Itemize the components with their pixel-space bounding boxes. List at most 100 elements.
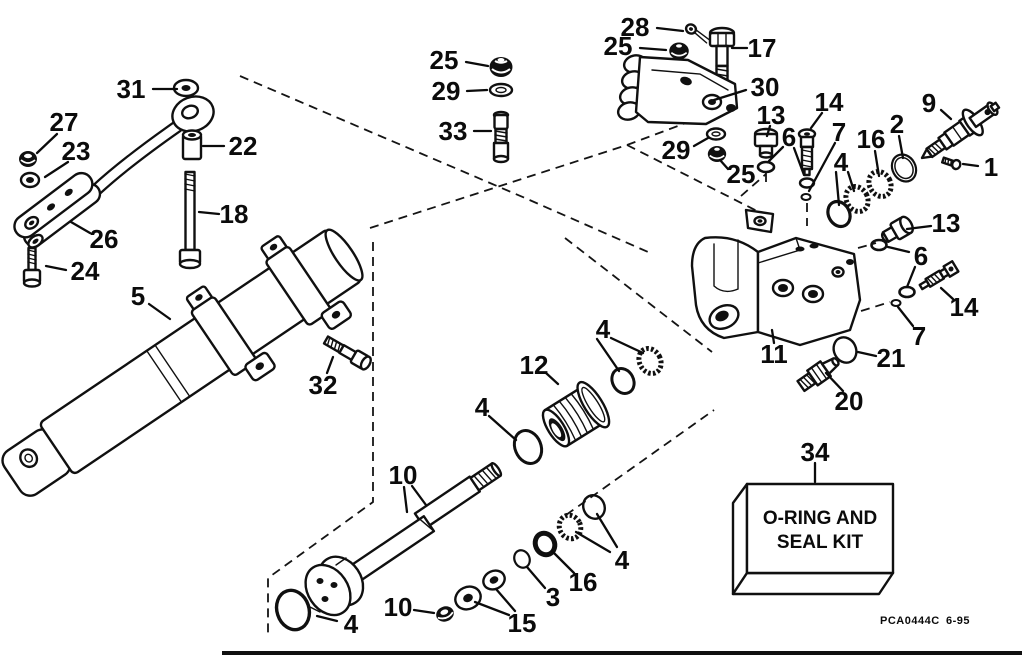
nut-10-drawing	[436, 606, 454, 622]
leader-line-29-10	[465, 88, 489, 93]
leader-line-10-37	[410, 484, 428, 507]
callout-9-25: 9	[922, 88, 936, 118]
leader-line-25-13	[638, 46, 668, 52]
callout-25-9: 25	[430, 45, 459, 75]
callout-14-29: 14	[950, 292, 979, 322]
leader-line-4-35	[595, 337, 621, 373]
callout-4-35: 4	[596, 314, 611, 344]
callout-1-26: 1	[984, 152, 998, 182]
fitting-20-drawing	[796, 357, 840, 393]
leader-line-4-43	[595, 512, 619, 549]
washer-15b-drawing	[482, 569, 506, 591]
callout-17-14: 17	[748, 33, 777, 63]
bolt-32-drawing	[322, 335, 372, 371]
callout-29-10: 29	[432, 76, 461, 106]
washer-31-drawing	[172, 78, 200, 98]
leader-line-9-25	[939, 108, 953, 121]
screw-14a-drawing	[797, 128, 817, 177]
callout-16-42: 16	[569, 567, 598, 597]
leader-line-32-8	[325, 355, 335, 375]
callout-12-34: 12	[520, 350, 549, 380]
callout-13-18: 13	[757, 100, 786, 130]
leader-line-3-41	[525, 565, 547, 590]
leader-line-10-39	[412, 608, 436, 615]
seal-kit-label-line1: O-RING AND	[763, 508, 877, 529]
leader-line-6-28	[905, 265, 917, 289]
oring-4-chain1-drawing	[556, 512, 584, 542]
bolt-17-drawing	[708, 26, 736, 86]
seal-kit-box-drawing: O-RING AND SEAL KIT	[731, 482, 895, 596]
leader-line-30-15	[712, 88, 748, 102]
seal-kit-label-line2: SEAL KIT	[777, 532, 864, 553]
leader-line-4-36	[487, 414, 518, 442]
leader-line-5-7	[147, 302, 172, 321]
callout-2-24: 2	[890, 109, 904, 139]
screw-1-drawing	[940, 156, 962, 171]
callout-20-32: 20	[835, 386, 864, 416]
callout-25-13: 25	[604, 31, 633, 61]
leader-line-20-32	[824, 371, 845, 393]
callout-32-8: 32	[309, 370, 338, 400]
leader-line-29-16	[692, 136, 710, 148]
oring-7a-drawing	[800, 193, 812, 201]
callout-18-4: 18	[220, 199, 249, 229]
leader-line-14-29	[939, 286, 955, 301]
cotter-pin-28-drawing	[684, 23, 710, 44]
leader-line-26-5	[69, 220, 92, 235]
leader-line-15-40	[473, 600, 511, 617]
callout-10-39: 10	[384, 592, 413, 622]
leader-line-2-24	[897, 134, 905, 160]
figure-date: 6-95	[946, 615, 970, 627]
leader-line-13-27	[905, 224, 933, 231]
oring-6a-drawing	[756, 160, 776, 174]
bolt-33-drawing	[492, 110, 510, 164]
gland-12-drawing	[541, 380, 611, 448]
callout-25-17: 25	[727, 159, 756, 189]
callout-7-21: 7	[832, 117, 846, 147]
valve-body-drawing	[690, 208, 862, 347]
locknut-27-drawing	[19, 151, 37, 167]
leader-line-18-4	[197, 210, 221, 216]
seal-16-lower-drawing	[532, 530, 558, 558]
callout-26-5: 26	[90, 224, 119, 254]
callout-21-31: 21	[877, 343, 906, 373]
plug-13a-drawing	[753, 127, 779, 159]
leader-line-16-42	[550, 549, 576, 575]
leader-line-27-1	[35, 132, 59, 155]
leader-line-25-17	[718, 158, 730, 171]
leader-line-6-19	[792, 146, 806, 177]
washer-15a-drawing	[454, 585, 482, 611]
seal-stack-upper-drawing	[826, 153, 918, 229]
callout-4-38: 4	[344, 609, 359, 639]
leader-line-6-19	[767, 145, 785, 163]
oring-6c-drawing	[870, 238, 888, 252]
leader-line-4-43	[574, 530, 612, 554]
callout-31-0: 31	[117, 74, 146, 104]
callout-28-12: 28	[621, 12, 650, 42]
leader-line-15-40	[494, 587, 517, 613]
leader-line-4-22	[834, 170, 841, 207]
leader-line-12-34	[544, 371, 560, 386]
locknut-25c-drawing	[707, 146, 727, 162]
leader-line-7-30	[896, 305, 915, 328]
oring-6d-drawing	[898, 285, 916, 299]
leader-line-4-38	[315, 614, 339, 623]
washer-29b-drawing	[705, 127, 727, 141]
oring-4-upper1-drawing	[610, 367, 636, 395]
callout-7-30: 7	[912, 321, 926, 351]
bolt-24-drawing	[22, 246, 42, 288]
cylinder-body-drawing	[1, 228, 364, 497]
callout-16-23: 16	[857, 124, 886, 154]
leader-line-13-18	[765, 124, 772, 138]
release-valve-9-drawing	[920, 101, 1001, 160]
leader-line-1-26	[961, 162, 980, 168]
oring-4-mid-drawing	[512, 429, 544, 465]
oring-3-drawing	[513, 549, 531, 569]
steering-link-drawing	[13, 78, 215, 288]
leader-line-6-28	[886, 245, 911, 254]
callout-4-36: 4	[475, 392, 490, 422]
piston-drawing	[304, 555, 365, 617]
callout-6-19: 6	[782, 122, 796, 152]
